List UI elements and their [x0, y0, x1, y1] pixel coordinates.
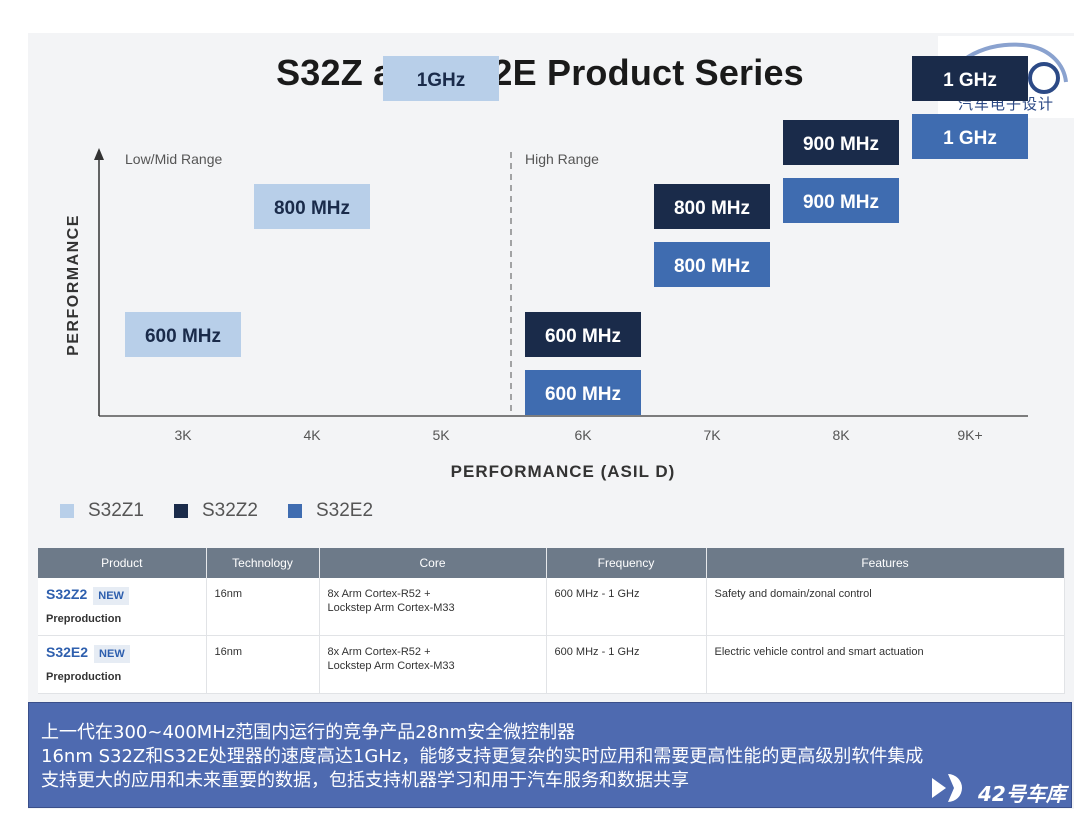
legend-label: S32E2 [316, 500, 374, 521]
product-link[interactable]: S32E2 [46, 644, 89, 660]
summary-note-box: 上一代在300~400MHz范围内运行的竞争产品28nm安全微控制器 16nm … [28, 702, 1072, 808]
frequency-cell: 600 MHz - 1 GHz [546, 578, 707, 636]
features-cell: Safety and domain/zonal control [706, 578, 1065, 636]
core-cell: 8x Arm Cortex-R52 + Lockstep Arm Cortex-… [319, 578, 547, 636]
bar-s32z1 [383, 56, 499, 101]
bar-s32z1 [254, 184, 370, 229]
brand-logo-icon [932, 774, 962, 802]
product-spec-table: Product Technology Core Frequency Featur… [38, 548, 1065, 694]
table-header-row: Product Technology Core Frequency Featur… [38, 548, 1065, 578]
region-label-low-mid: Low/Mid Range [125, 151, 222, 167]
slide-title: S32Z and S32E Product Series [276, 52, 804, 93]
bar-label-s32z1: 800 MHz [274, 198, 350, 219]
product-cell: S32E2 NEW Preproduction [38, 635, 207, 694]
legend-label: S32Z1 [88, 500, 144, 521]
note-line: 上一代在300~400MHz范围内运行的竞争产品28nm安全微控制器 [41, 722, 576, 743]
x-tick-label: 5K [432, 427, 450, 443]
core-line: Lockstep Arm Cortex-M33 [327, 660, 455, 672]
legend-swatch-s32e2 [288, 504, 302, 518]
product-link[interactable]: S32Z2 [46, 586, 88, 602]
bar-label-s32e2: 600 MHz [545, 384, 621, 405]
new-badge: NEW [93, 587, 129, 605]
x-tick-label: 8K [832, 427, 850, 443]
x-tick-label: 6K [574, 427, 592, 443]
legend-label: S32Z2 [202, 500, 258, 521]
note-line: 支持更大的应用和未来重要的数据，包括支持机器学习和用于汽车服务和数据共享 [41, 770, 689, 791]
header-frequency: Frequency [546, 548, 707, 578]
header-features: Features [706, 548, 1065, 578]
bar-s32z2 [654, 184, 770, 229]
x-tick-label: 4K [303, 427, 321, 443]
brand-text: 42号车库 [978, 782, 1066, 806]
header-technology: Technology [206, 548, 320, 578]
bar-label-s32z2: 900 MHz [803, 134, 879, 155]
bar-label-s32e2: 1 GHz [943, 128, 997, 149]
note-line: 16nm S32Z和S32E处理器的速度高达1GHz，能够支持更复杂的实时应用和… [41, 746, 924, 767]
bar-label-s32z2: 600 MHz [545, 326, 621, 347]
bar-label-s32z2: 1 GHz [943, 70, 997, 91]
bar-s32z2 [525, 312, 641, 357]
product-status: Preproduction [46, 671, 122, 683]
header-product: Product [38, 548, 207, 578]
bar-s32z2 [912, 56, 1028, 101]
bar-s32z2 [783, 120, 899, 165]
brand-watermark: 42号车库 [930, 770, 1070, 806]
frequency-cell: 600 MHz - 1 GHz [546, 635, 707, 694]
y-axis-title: PERFORMANCE [65, 214, 82, 356]
features-cell: Electric vehicle control and smart actua… [706, 635, 1065, 694]
bar-label-s32e2: 900 MHz [803, 192, 879, 213]
table-row: S32Z2 NEW Preproduction 16nm 8x Arm Corte… [38, 578, 1065, 636]
x-tick-label: 3K [174, 427, 192, 443]
bar-s32e2 [525, 370, 641, 415]
core-line: 8x Arm Cortex-R52 + [327, 646, 431, 658]
bar-label-s32z2: 800 MHz [674, 198, 750, 219]
core-cell: 8x Arm Cortex-R52 + Lockstep Arm Cortex-… [319, 635, 547, 694]
x-axis-title: PERFORMANCE (ASIL D) [451, 462, 676, 481]
technology-cell: 16nm [206, 635, 320, 694]
product-status: Preproduction [46, 613, 122, 625]
x-tick-label: 7K [703, 427, 721, 443]
legend-swatch-s32z2 [174, 504, 188, 518]
header-core: Core [319, 548, 547, 578]
new-badge: NEW [94, 645, 130, 663]
bar-s32e2 [654, 242, 770, 287]
bar-s32z1 [125, 312, 241, 357]
product-cell: S32Z2 NEW Preproduction [38, 578, 207, 636]
bar-s32e2 [783, 178, 899, 223]
region-label-high: High Range [525, 151, 599, 167]
table-row: S32E2 NEW Preproduction 16nm 8x Arm Corte… [38, 635, 1065, 694]
bar-s32e2 [912, 114, 1028, 159]
bar-label-s32e2: 800 MHz [674, 256, 750, 277]
technology-cell: 16nm [206, 578, 320, 636]
core-line: 8x Arm Cortex-R52 + [327, 588, 431, 600]
x-tick-label: 9K+ [957, 427, 982, 443]
core-line: Lockstep Arm Cortex-M33 [327, 602, 455, 614]
bar-label-s32z1: 1GHz [417, 70, 466, 91]
bar-label-s32z1: 600 MHz [145, 326, 221, 347]
legend-swatch-s32z1 [60, 504, 74, 518]
y-axis-arrow-icon [94, 148, 104, 160]
